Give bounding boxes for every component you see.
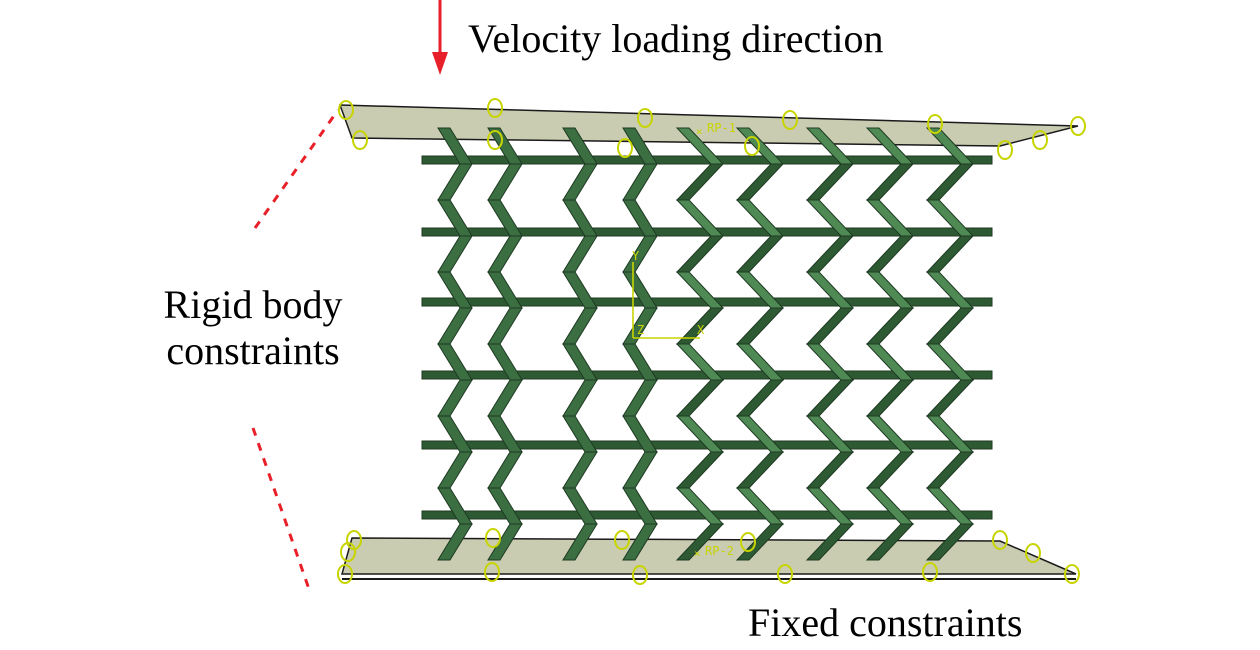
constraint-circle-icon [782, 110, 798, 130]
lattice-strut [805, 523, 855, 561]
constraint-circle-icon [922, 562, 938, 582]
lattice-strut [562, 307, 598, 345]
constraint-circle-icon [487, 98, 503, 118]
lattice-strut [865, 379, 915, 417]
lattice-strut [562, 379, 598, 417]
velocity-loading-label: Velocity loading direction [468, 16, 884, 61]
lattice-strut [865, 523, 915, 561]
lattice-strut [805, 379, 855, 417]
constraint-circle-icon [352, 130, 368, 150]
coordinate-triad: Y Z X [632, 249, 705, 339]
lattice-strut [562, 451, 598, 489]
lattice-strut [622, 235, 658, 273]
lattice-strut [437, 163, 473, 201]
lattice-strut [562, 523, 598, 561]
lattice-strut [622, 379, 658, 417]
lattice-strut [622, 451, 658, 489]
bottom-rigid-plate [341, 537, 1077, 575]
lattice-strut [562, 235, 598, 273]
lattice-strut [437, 523, 473, 561]
constraint-circle-icon [632, 565, 648, 585]
lattice-strut [735, 451, 785, 489]
lattice-strut [865, 451, 915, 489]
triad-y-label: Y [632, 249, 640, 263]
top-rigid-plate [338, 104, 1079, 147]
constraint-circle-icon [614, 530, 630, 550]
constraint-circle-icon [337, 564, 353, 584]
svg-text:×: × [696, 125, 703, 138]
lattice-strut [805, 307, 855, 345]
lattice-strut [437, 379, 473, 417]
triad-x-label: X [697, 323, 705, 337]
lattice-strut [925, 379, 975, 417]
reference-point-top: × RP-1 [696, 121, 736, 138]
lattice-strut [622, 523, 658, 561]
lattice-strut [865, 163, 915, 201]
constraint-symbols [337, 98, 1086, 585]
lattice-strut [925, 307, 975, 345]
lattice-strut [925, 523, 975, 561]
triad-z-label: Z [637, 323, 644, 337]
rigid-label-line-1: Rigid body [163, 282, 343, 327]
constraint-circle-icon [484, 562, 500, 582]
reference-point-bottom: × RP-2 [694, 544, 734, 560]
constraint-circle-icon [338, 100, 354, 120]
lattice-strut [487, 523, 523, 561]
constraint-circle-icon [1032, 130, 1048, 150]
lattice-strut [675, 523, 725, 561]
lattice-strut [675, 379, 725, 417]
velocity-arrow [432, 0, 448, 75]
constraint-circle-icon [340, 542, 356, 562]
lattice-strut [437, 235, 473, 273]
lattice-strut [925, 235, 975, 273]
lattice-strut [437, 451, 473, 489]
rigid-leader-bottom [251, 427, 312, 593]
lattice-strut [805, 235, 855, 273]
lattice-strut [675, 451, 725, 489]
constraint-circle-icon [997, 140, 1013, 160]
lattice-strut [735, 163, 785, 201]
lattice-strut [487, 451, 523, 489]
rp-top-label: RP-1 [707, 121, 736, 135]
fixed-constraints-label: Fixed constraints [748, 600, 1023, 645]
constraint-circle-icon [637, 108, 653, 128]
lattice-strut [437, 307, 473, 345]
lattice-strut [865, 235, 915, 273]
rigid-body-constraints-label: Rigid body constraints [148, 282, 358, 374]
constraint-circle-icon [485, 528, 501, 548]
constraint-circle-icon [1070, 116, 1086, 136]
constraint-circle-icon [617, 138, 633, 158]
constraint-circle-icon [744, 136, 760, 156]
lattice-strut [925, 451, 975, 489]
constraint-circle-icon [740, 532, 756, 552]
lattice-strut [487, 163, 523, 201]
rp-bottom-label: RP-2 [705, 544, 734, 558]
rigid-leader-top [253, 109, 340, 229]
lattice-strut [622, 163, 658, 201]
lattice-strut [735, 235, 785, 273]
lattice-strut [487, 235, 523, 273]
svg-text:×: × [694, 547, 701, 560]
constraint-circle-icon [1064, 564, 1080, 584]
lattice-strut [735, 379, 785, 417]
constraint-circle-icon [992, 530, 1008, 550]
lattice-strut [805, 451, 855, 489]
lattice-strut [925, 163, 975, 201]
lattice-strut [675, 163, 725, 201]
lattice-strut [675, 235, 725, 273]
constraint-circle-icon [1025, 543, 1041, 563]
lattice-strut [865, 307, 915, 345]
rigid-label-line-2: constraints [166, 328, 340, 373]
auxetic-lattice-structure [421, 127, 993, 561]
lattice-strut [487, 307, 523, 345]
constraint-circle-icon [487, 130, 503, 150]
constraint-circle-icon [777, 564, 793, 584]
lattice-strut [805, 163, 855, 201]
lattice-strut [562, 163, 598, 201]
lattice-strut [487, 379, 523, 417]
lattice-strut [735, 307, 785, 345]
constraint-circle-icon [927, 114, 943, 134]
